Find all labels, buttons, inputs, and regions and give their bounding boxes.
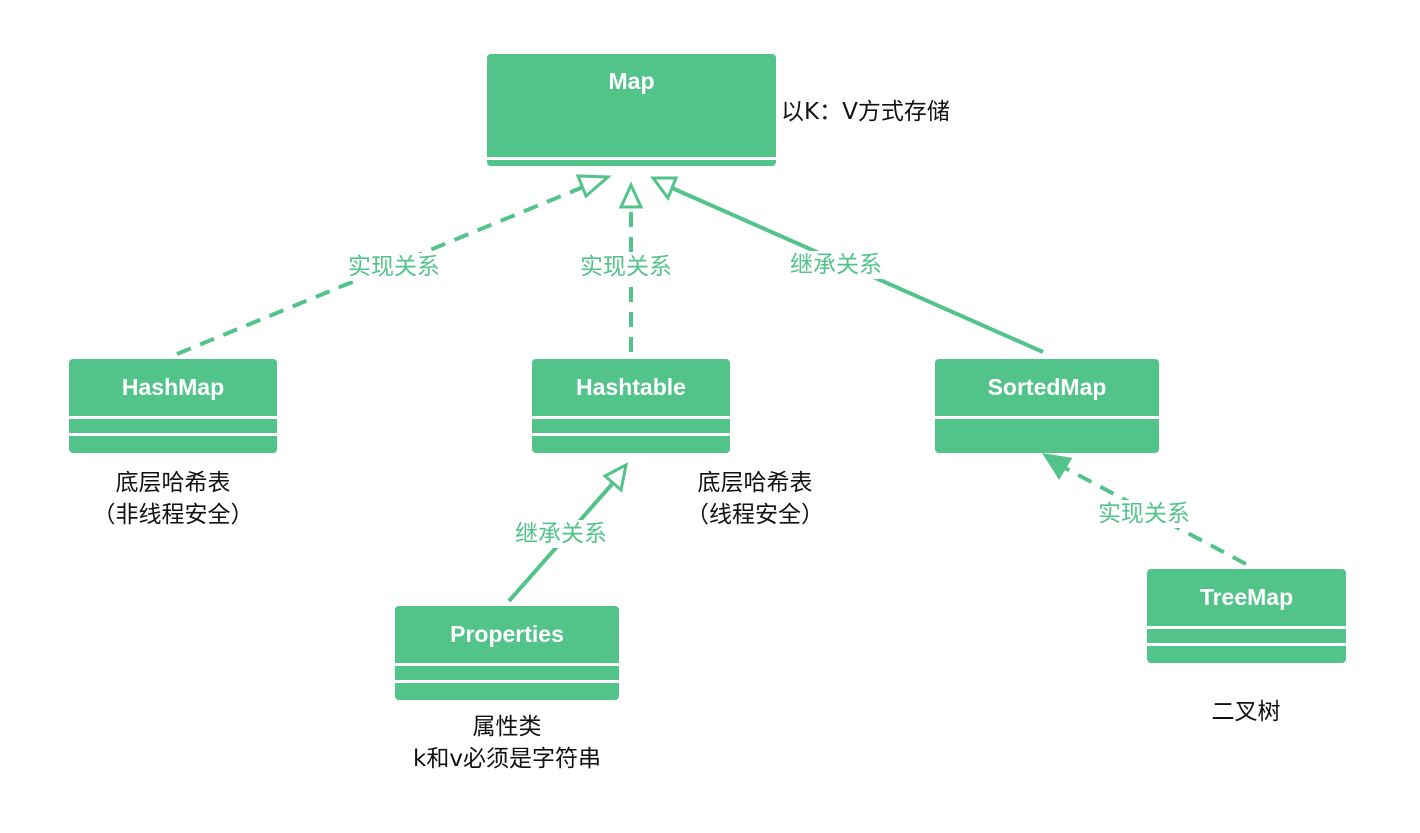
class-name-map: Map: [608, 68, 655, 94]
class-name-hashtable: Hashtable: [576, 374, 686, 400]
class-divider: [1147, 643, 1346, 646]
note-properties-line-1: 属性类: [472, 714, 542, 740]
class-divider: [1147, 626, 1346, 629]
class-divider: [395, 663, 619, 666]
class-name-properties: Properties: [450, 621, 564, 647]
class-name-sortedmap: SortedMap: [987, 374, 1107, 400]
edge-label-hashtable-map: 实现关系: [578, 253, 674, 281]
class-name-treemap: TreeMap: [1199, 584, 1294, 610]
class-divider: [487, 157, 776, 160]
edge-label-treemap-sortedmap: 实现关系: [1096, 500, 1192, 528]
class-box-hashmap[interactable]: HashMap: [69, 359, 277, 453]
edge-label-hashmap-map: 实现关系: [346, 253, 442, 281]
arrowhead-treemap-sortedmap: [1041, 452, 1073, 480]
arrowhead-hashtable-map: [618, 181, 644, 209]
note-hashtable-line-2: （线程安全）: [686, 502, 824, 528]
arrowhead-sortedmap-map: [650, 176, 679, 202]
note-properties-line-2: k和v必须是字符串: [413, 746, 601, 772]
note-properties: 属性类 k和v必须是字符串: [387, 711, 627, 775]
note-map-line: 以K：V方式存储: [781, 99, 950, 125]
arrowhead-hashmap-map: [575, 174, 612, 199]
class-box-map[interactable]: Map: [487, 54, 776, 166]
note-hashmap-line-1: 底层哈希表: [115, 470, 231, 496]
edge-label-sortedmap-map: 继承关系: [788, 251, 884, 279]
note-hashmap: 底层哈希表 （非线程安全）: [58, 467, 288, 531]
class-name-hashmap: HashMap: [121, 374, 225, 400]
note-treemap-line: 二叉树: [1211, 699, 1281, 725]
class-box-properties[interactable]: Properties: [395, 606, 619, 700]
class-divider: [532, 416, 730, 419]
class-divider: [935, 416, 1159, 419]
edge-label-properties-hashtable: 继承关系: [513, 520, 609, 548]
note-hashmap-line-2: （非线程安全）: [92, 502, 254, 528]
note-hashtable-line-1: 底层哈希表: [697, 470, 813, 496]
class-divider: [532, 433, 730, 436]
class-divider: [69, 416, 277, 419]
arrowhead-properties-hashtable: [602, 462, 629, 493]
class-box-sortedmap[interactable]: SortedMap: [935, 359, 1159, 453]
class-divider: [69, 433, 277, 436]
class-divider: [395, 680, 619, 683]
note-hashtable: 底层哈希表 （线程安全）: [660, 467, 850, 531]
class-box-hashtable[interactable]: Hashtable: [532, 359, 730, 453]
note-map: 以K：V方式存储: [781, 96, 950, 128]
class-box-treemap[interactable]: TreeMap: [1147, 569, 1346, 663]
note-treemap: 二叉树: [1186, 696, 1306, 728]
